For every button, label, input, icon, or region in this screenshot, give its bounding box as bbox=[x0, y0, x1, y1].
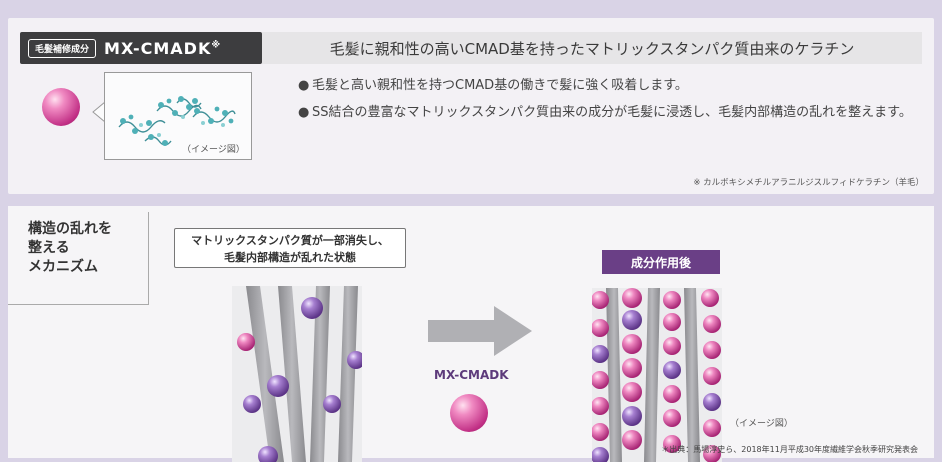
ingredient-name: MX-CMADK※ bbox=[104, 38, 222, 58]
after-state-label: 成分作用後 bbox=[602, 250, 720, 274]
illustration-caption: （イメージ図） bbox=[730, 419, 793, 429]
mechanism-heading: 構造の乱れを 整える メカニズム bbox=[28, 221, 112, 275]
ingredient-sphere-icon bbox=[42, 88, 80, 126]
molecule-illustration bbox=[104, 72, 252, 160]
ingredient-panel: 毛髪補修成分 MX-CMADK※ 毛髪に親和性の高いCMAD基を持ったマトリック… bbox=[8, 18, 934, 194]
bullet-icon: ● bbox=[298, 105, 310, 120]
arrow-right-icon bbox=[428, 306, 532, 356]
keratin-molecule-icon bbox=[118, 96, 236, 146]
ingredient-tag: 毛髪補修成分 bbox=[28, 38, 97, 58]
after-hair-structure-illustration bbox=[592, 288, 722, 462]
before-state-label: マトリックスタンパク質が一部消失し、 毛髪内部構造が乱れた状態 bbox=[174, 228, 406, 268]
list-item: ●毛髪と高い親和性を持つCMAD基の働きで髪に強く吸着します。 bbox=[298, 78, 688, 93]
mechanism-panel: 構造の乱れを 整える メカニズム マトリックスタンパク質が一部消失し、 毛髪内部… bbox=[8, 206, 934, 462]
agent-sphere-icon bbox=[450, 394, 488, 432]
benefit-list: ●毛髪と高い親和性を持つCMAD基の働きで髪に強く吸着します。 ●SS結合の豊富… bbox=[298, 76, 928, 130]
illustration-caption: （イメージ図） bbox=[182, 145, 245, 155]
before-hair-structure-illustration bbox=[232, 286, 362, 462]
divider bbox=[148, 212, 149, 304]
hair-fiber-icon bbox=[592, 288, 721, 462]
agent-label: MX-CMADK bbox=[434, 368, 509, 382]
bullet-icon: ● bbox=[298, 78, 310, 93]
panel-title: 毛髪に親和性の高いCMAD基を持ったマトリックスタンパク質由来のケラチン bbox=[262, 32, 922, 64]
ingredient-label: 毛髪補修成分 MX-CMADK※ bbox=[20, 32, 262, 64]
list-item: ●SS結合の豊富なマトリックスタンパク質由来の成分が毛髪に浸透し、毛髪内部構造の… bbox=[298, 105, 912, 120]
divider bbox=[8, 304, 149, 305]
source-footnote: ＊出典：馬場淳史ら、2018年11月平成30年度繊維学会秋季研究発表会 bbox=[661, 445, 918, 454]
speech-pointer-icon bbox=[92, 102, 106, 122]
ingredient-footnote: ※ カルボキシメチルアラニルジスルフィドケラチン（羊毛） bbox=[693, 178, 924, 188]
hair-fiber-icon bbox=[237, 286, 362, 462]
